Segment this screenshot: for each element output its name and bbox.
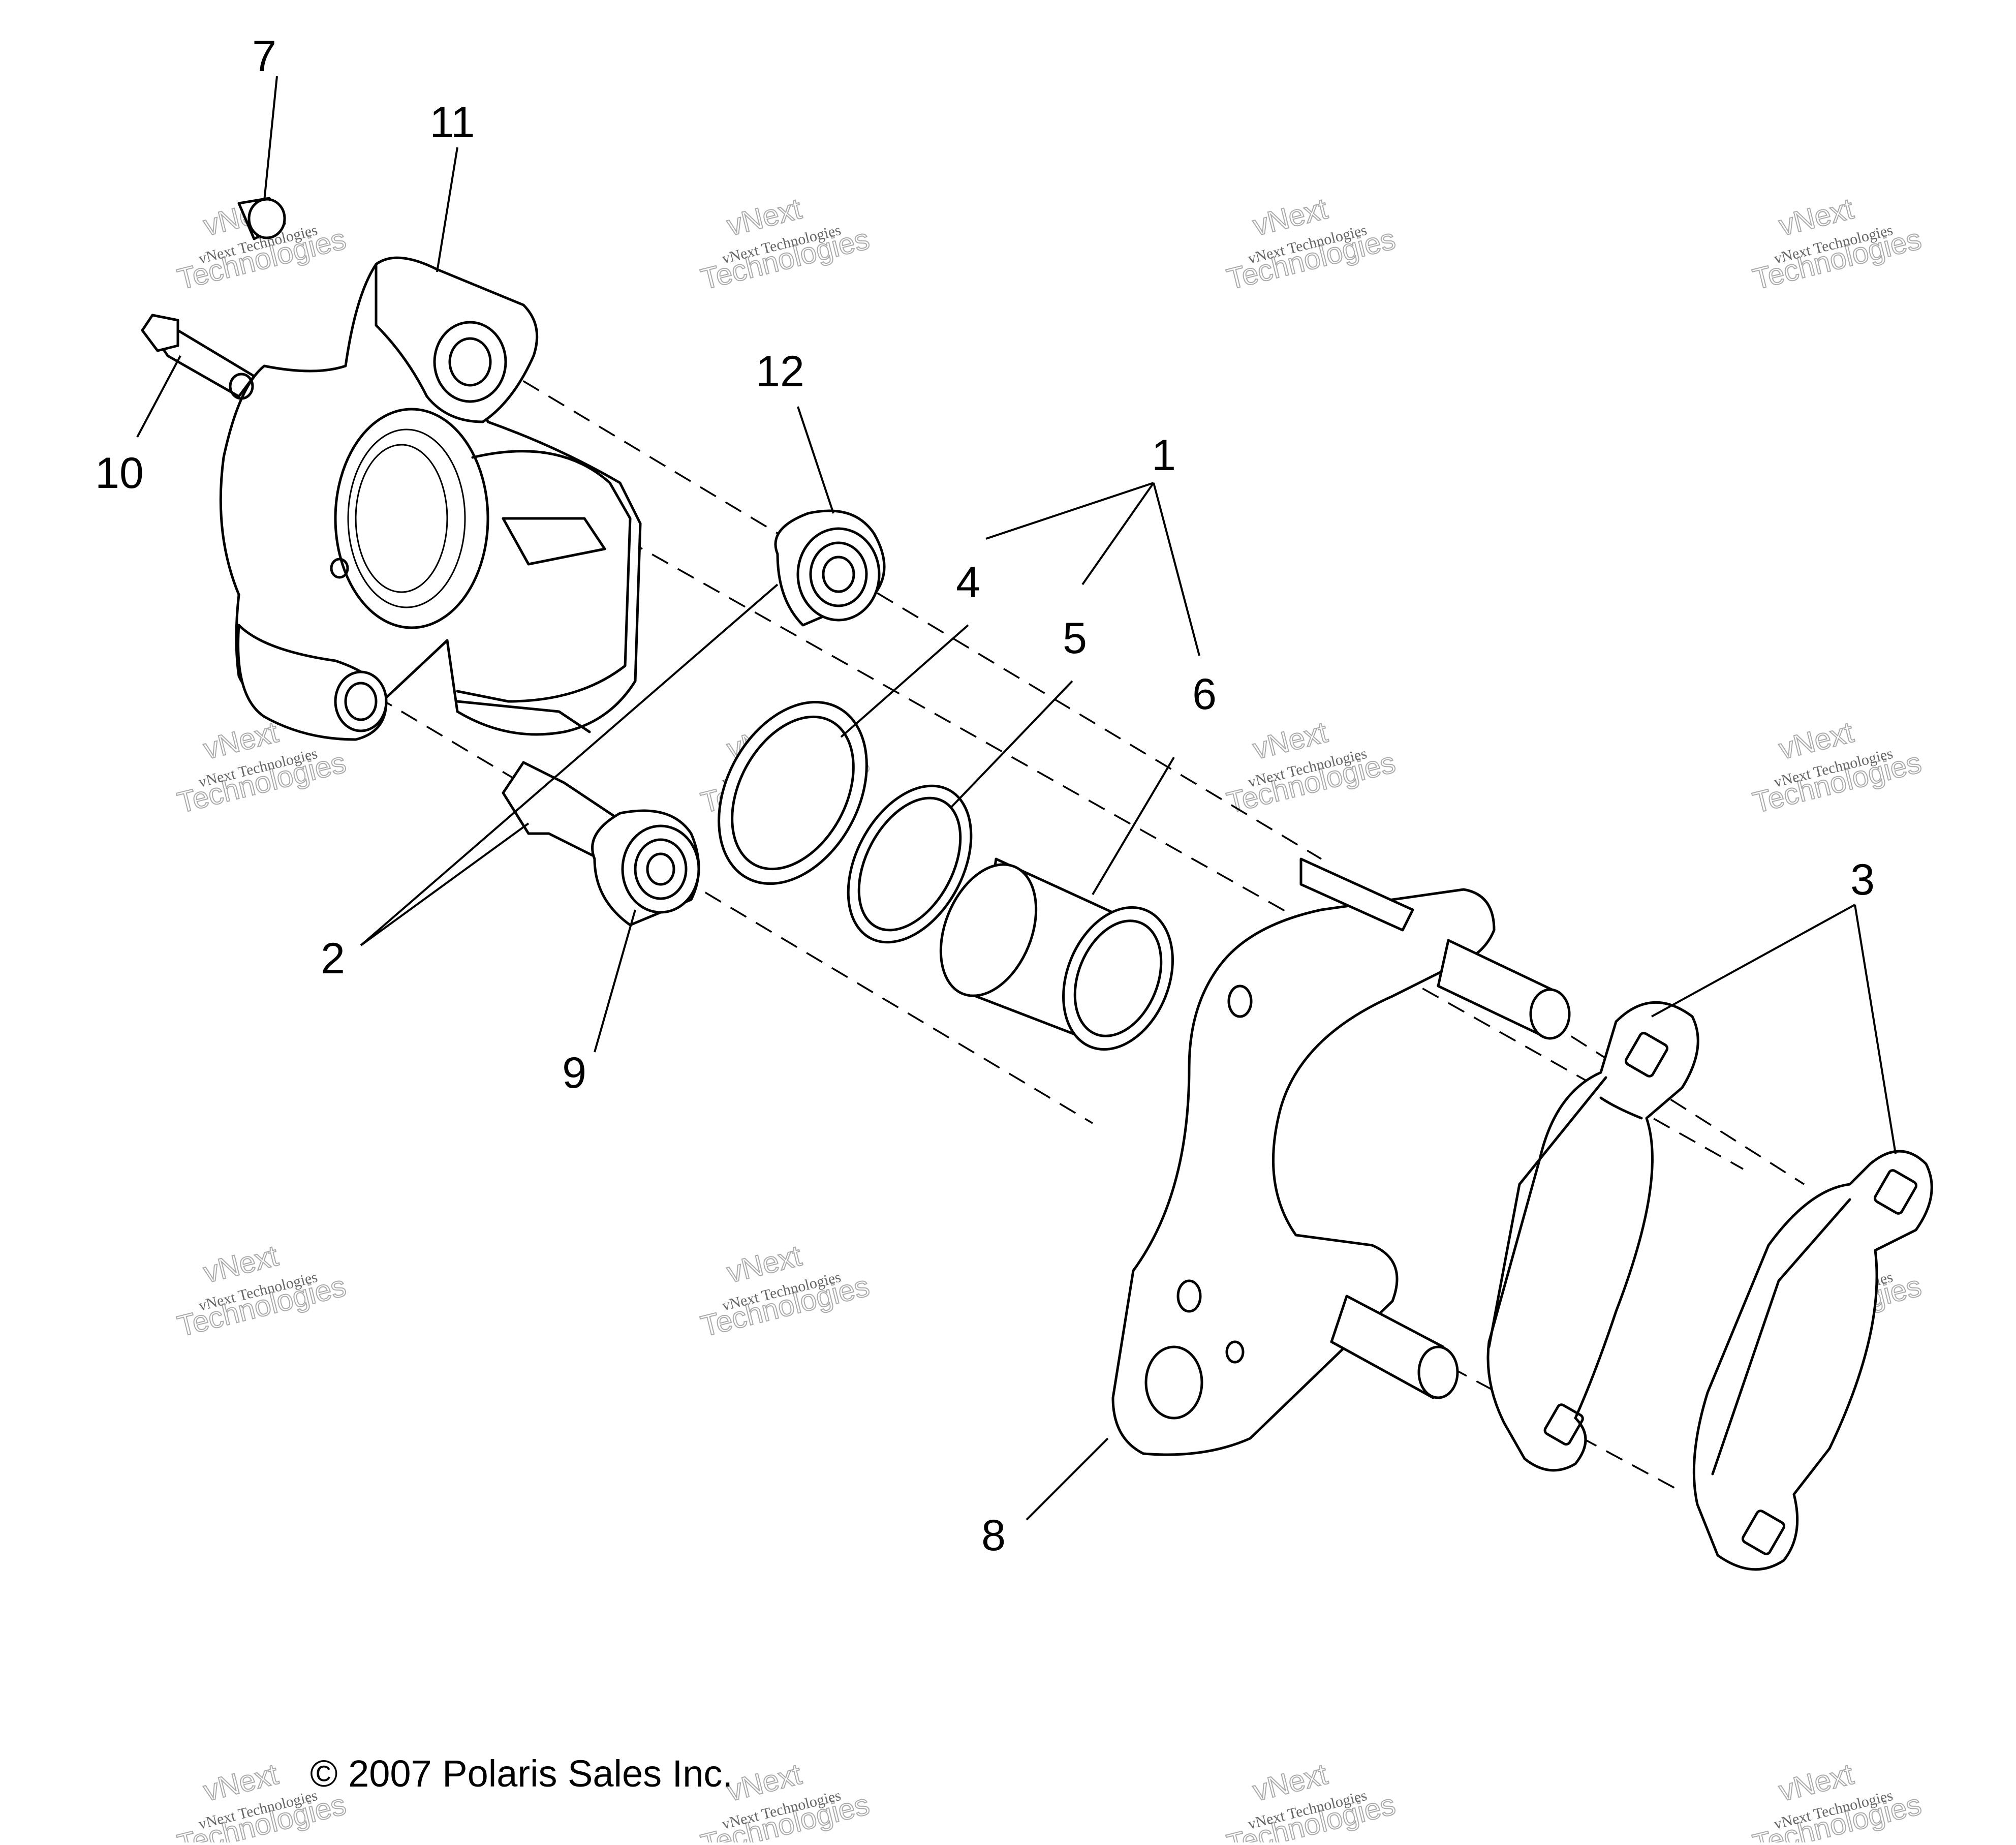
callout-labels: 7 11 10 12 1 4 5 6 2 9 3 8 <box>95 32 1875 1560</box>
callout-5: 5 <box>1063 614 1087 663</box>
callout-9: 9 <box>562 1049 586 1097</box>
callout-11: 11 <box>429 98 475 147</box>
brake-pad-outer <box>1692 1150 1933 1571</box>
callout-12: 12 <box>756 347 804 396</box>
callout-7: 7 <box>252 32 276 81</box>
piston <box>939 857 1174 1051</box>
bleeder-screw <box>141 314 256 400</box>
leader-lines <box>136 76 1897 1521</box>
copyright-notice: © 2007 Polaris Sales Inc. <box>310 1752 733 1795</box>
caliper-bracket <box>1111 857 1571 1456</box>
callout-1: 1 <box>1152 431 1176 480</box>
pin-sleeve <box>237 197 286 240</box>
callout-2: 2 <box>321 934 345 983</box>
callout-3: 3 <box>1850 855 1875 904</box>
callout-10: 10 <box>95 449 144 498</box>
callout-6: 6 <box>1192 670 1217 719</box>
boot-upper <box>774 509 886 627</box>
dust-seal <box>847 784 973 944</box>
callout-4: 4 <box>956 558 980 607</box>
caliper-body <box>219 256 642 741</box>
brake-pad-inner <box>1486 1001 1699 1472</box>
callout-8: 8 <box>981 1511 1006 1560</box>
pin-and-boot-lower <box>502 761 700 927</box>
piston-seal <box>718 700 868 885</box>
